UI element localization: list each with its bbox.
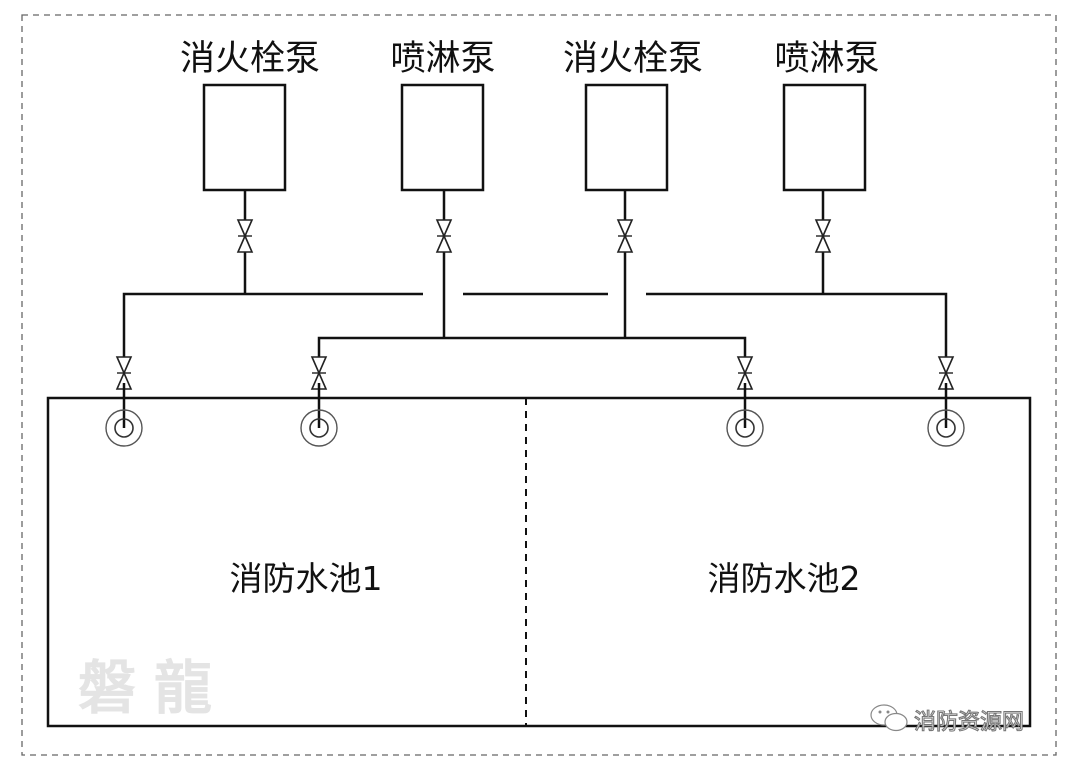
- header-right: [646, 292, 948, 363]
- pool-label-1: 消防水池1: [230, 559, 383, 598]
- pump-label-4: 喷淋泵: [774, 39, 879, 79]
- suction-inlet-1: [105, 409, 143, 447]
- pump-2-box: [400, 83, 485, 192]
- pump-valve-4: [814, 219, 832, 253]
- suction-valve-1: [115, 356, 133, 390]
- suction-valve-3: [736, 356, 754, 390]
- pump-1-box: [202, 83, 287, 192]
- suction-valve-2: [310, 356, 328, 390]
- header-lower: [317, 336, 747, 363]
- suction-inlet-2: [300, 409, 338, 447]
- header-left: [122, 292, 423, 363]
- pump-label-3: 消火栓泵: [563, 39, 703, 79]
- pump-valve-3: [616, 219, 634, 253]
- source-label: 消防资源网: [914, 710, 1024, 735]
- outer-frame: [21, 14, 1057, 756]
- pool-outline: [46, 396, 1032, 728]
- wechat-icon: [870, 704, 908, 732]
- pump-label-2: 喷淋泵: [390, 39, 495, 79]
- pump-valve-2: [435, 219, 453, 253]
- pump-label-1: 消火栓泵: [180, 39, 320, 79]
- pump-valve-1: [236, 219, 254, 253]
- suction-inlet-3: [726, 409, 764, 447]
- suction-inlet-4: [927, 409, 965, 447]
- suction-valve-4: [937, 356, 955, 390]
- watermark-logo: 磐龍: [78, 654, 230, 722]
- pump-3-box: [584, 83, 669, 192]
- pool-label-2: 消防水池2: [708, 559, 861, 598]
- valve-group: [115, 219, 955, 390]
- pump-4-box: [782, 83, 867, 192]
